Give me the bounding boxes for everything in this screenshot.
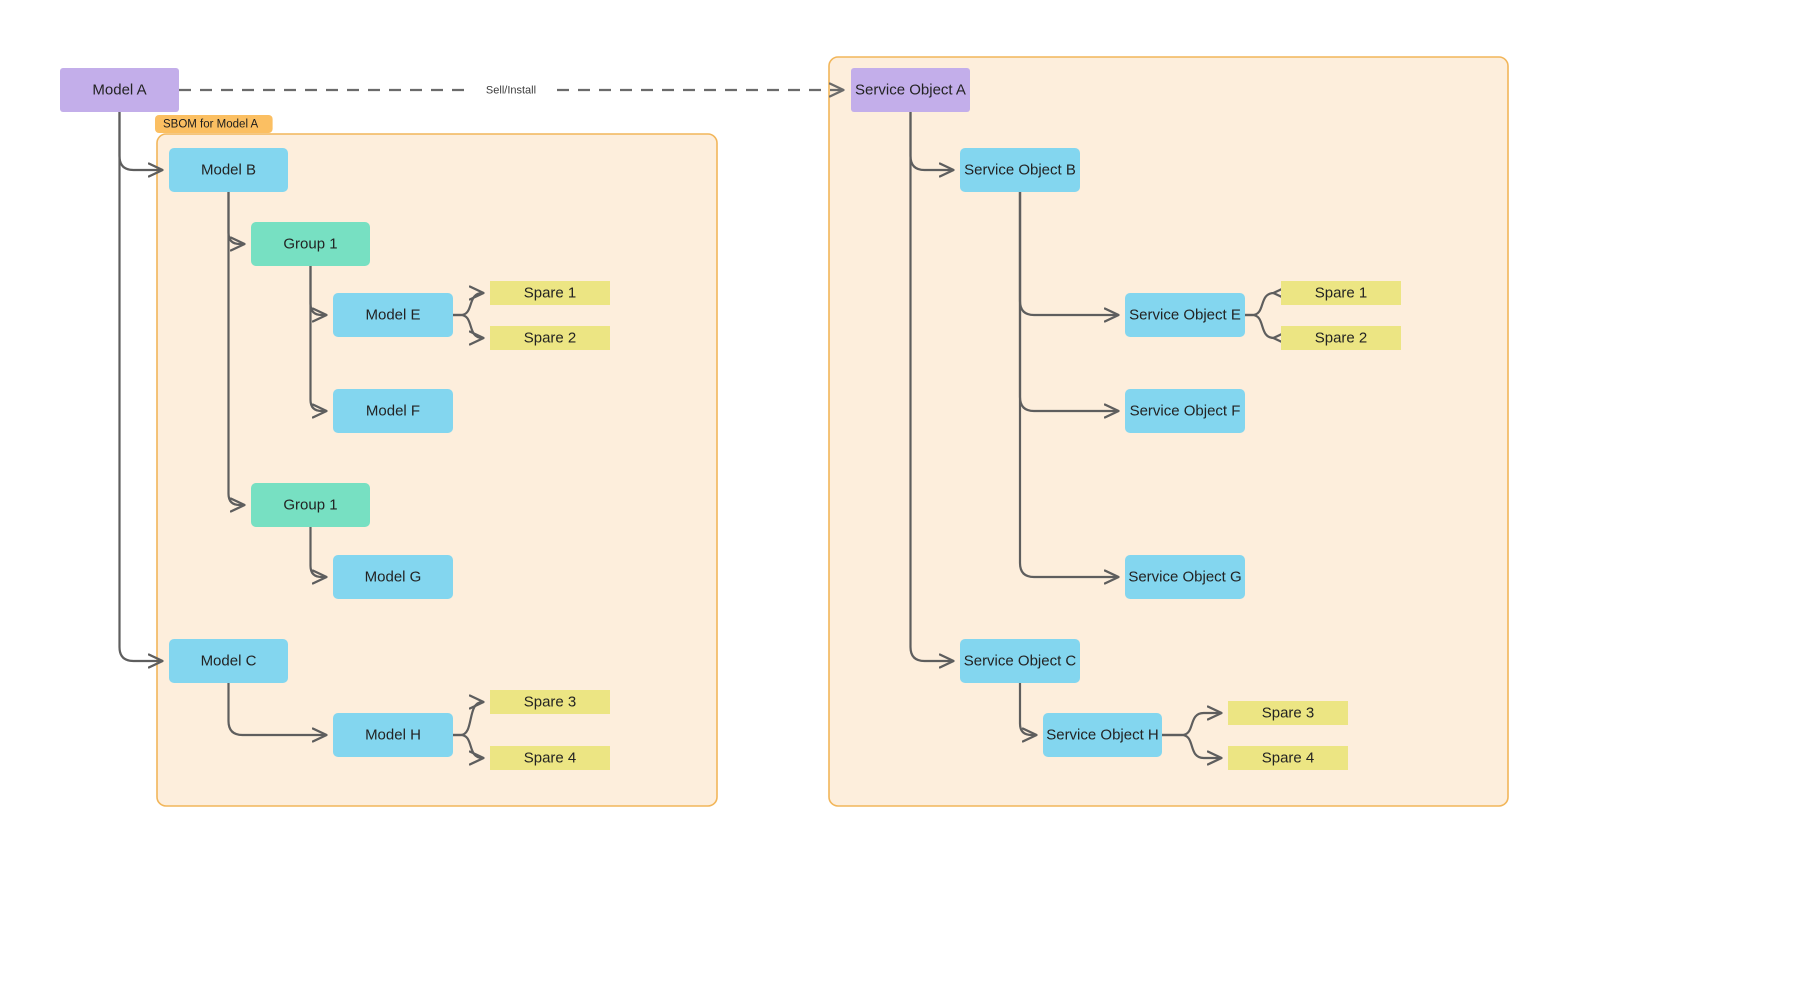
node-label: Model F (366, 402, 420, 419)
node-so-b[interactable]: Service Object B (960, 148, 1080, 192)
node-box (960, 148, 1080, 192)
node-spare-4l[interactable]: Spare 4 (490, 746, 610, 770)
node-box (60, 68, 179, 112)
badges-layer: SBOM for Model A (155, 115, 273, 133)
node-box (490, 326, 610, 350)
node-so-a[interactable]: Service Object A (851, 68, 970, 112)
node-label: Service Object F (1130, 402, 1241, 419)
node-group-1b[interactable]: Group 1 (251, 483, 370, 527)
node-label: Spare 4 (1262, 749, 1315, 766)
node-box (1043, 713, 1162, 757)
node-spare-3r[interactable]: Spare 3 (1228, 701, 1348, 725)
node-box (490, 690, 610, 714)
node-model-b[interactable]: Model B (169, 148, 288, 192)
node-box (1281, 281, 1401, 305)
node-so-c[interactable]: Service Object C (960, 639, 1080, 683)
node-box (333, 389, 453, 433)
edge-so-h-to-spare-4r (1160, 733, 1221, 758)
edge-model-e-to-spare-2l (451, 313, 483, 338)
node-label: Spare 1 (524, 284, 577, 301)
sell-install-label-bg (470, 82, 552, 98)
edge-so-b-to-so-g (1018, 190, 1118, 577)
node-label: Spare 4 (524, 749, 577, 766)
node-box (851, 68, 970, 112)
edge-so-a-to-so-c (909, 110, 954, 661)
node-box (169, 639, 288, 683)
node-group-1a[interactable]: Group 1 (251, 222, 370, 266)
edge-group-1a-to-model-f (309, 264, 327, 411)
node-box (333, 713, 453, 757)
node-label: Service Object H (1046, 726, 1159, 743)
node-label: Group 1 (283, 496, 337, 513)
node-so-g[interactable]: Service Object G (1125, 555, 1245, 599)
node-spare-2l[interactable]: Spare 2 (490, 326, 610, 350)
node-label: Spare 3 (1262, 704, 1315, 721)
node-label: Group 1 (283, 235, 337, 252)
node-box (1125, 293, 1245, 337)
node-box (169, 148, 288, 192)
node-model-f[interactable]: Model F (333, 389, 453, 433)
node-model-h[interactable]: Model H (333, 713, 453, 757)
node-model-e[interactable]: Model E (333, 293, 453, 337)
node-spare-1l[interactable]: Spare 1 (490, 281, 610, 305)
edge-so-e-to-spare-2r (1243, 313, 1274, 338)
edge-model-a-to-model-c (118, 110, 163, 661)
edge-model-c-to-model-h (227, 681, 327, 735)
node-label: Spare 1 (1315, 284, 1368, 301)
node-so-e[interactable]: Service Object E (1125, 293, 1245, 337)
panel-sbom-panel (156, 133, 718, 807)
nodes-layer: Model A Model B Group 1 Model E Spare 1 Spare… (60, 68, 1401, 770)
panel-badge-bg (155, 115, 273, 133)
node-box (333, 555, 453, 599)
edge-group-1b-to-model-g (309, 525, 327, 577)
node-box (1125, 389, 1245, 433)
node-label: Spare 3 (524, 693, 577, 710)
node-box (333, 293, 453, 337)
edge-model-h-to-spare-4l (451, 733, 483, 758)
node-model-a[interactable]: Model A (60, 68, 179, 112)
edge-model-b-to-group-1b (227, 190, 245, 505)
node-so-f[interactable]: Service Object F (1125, 389, 1245, 433)
node-label: Model E (365, 306, 420, 323)
node-box (960, 639, 1080, 683)
node-box (251, 483, 370, 527)
node-label: Model A (92, 81, 146, 98)
node-box (1125, 555, 1245, 599)
node-label: Model H (365, 726, 421, 743)
edge-so-c-to-so-h (1018, 681, 1036, 735)
node-box (1228, 701, 1348, 725)
node-label: Model C (201, 652, 257, 669)
node-model-c[interactable]: Model C (169, 639, 288, 683)
node-label: Spare 2 (1315, 329, 1368, 346)
node-spare-2r[interactable]: Spare 2 (1281, 326, 1401, 350)
node-spare-4r[interactable]: Spare 4 (1228, 746, 1348, 770)
node-label: Model B (201, 161, 256, 178)
node-spare-3l[interactable]: Spare 3 (490, 690, 610, 714)
sell-install-connector: Sell/Install (179, 82, 843, 98)
node-label: Service Object C (964, 652, 1077, 669)
node-box (1281, 326, 1401, 350)
node-label: Service Object G (1128, 568, 1241, 585)
node-box (490, 746, 610, 770)
node-label: Service Object E (1129, 306, 1241, 323)
node-box (251, 222, 370, 266)
edges-layer (118, 110, 1275, 758)
node-model-g[interactable]: Model G (333, 555, 453, 599)
node-spare-1r[interactable]: Spare 1 (1281, 281, 1401, 305)
node-so-h[interactable]: Service Object H (1043, 713, 1162, 757)
node-box (490, 281, 610, 305)
node-box (1228, 746, 1348, 770)
node-label: Service Object A (855, 81, 966, 98)
node-label: Service Object B (964, 161, 1076, 178)
sell-install-label: Sell/Install (486, 84, 536, 96)
panel-badge-label: SBOM for Model A (163, 119, 259, 131)
node-label: Model G (365, 568, 422, 585)
node-label: Spare 2 (524, 329, 577, 346)
